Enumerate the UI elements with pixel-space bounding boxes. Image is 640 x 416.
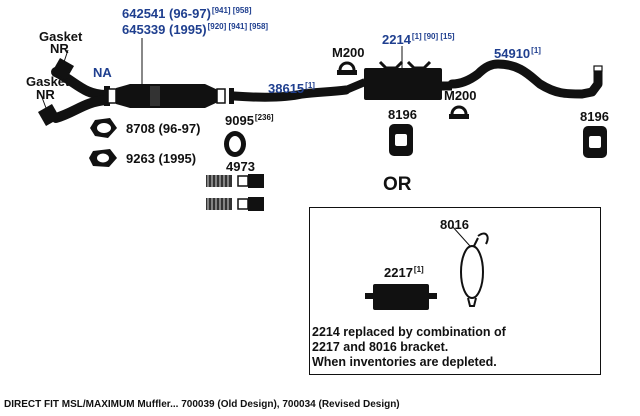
note-line-2: 2217 and 8016 bracket. (312, 340, 449, 354)
m200-clamp-left (337, 61, 357, 75)
clamp-9095 (224, 131, 246, 157)
cat2-refs: [920] [941] [958] (207, 22, 269, 31)
label-4973: 4973 (226, 159, 255, 174)
label-cat-642541: 642541 (96-97)[941] [958] (122, 6, 252, 21)
label-nr-bottom: NR (36, 87, 55, 102)
leader-gasket-bottom (39, 91, 47, 109)
label-54910: 54910[1] (494, 46, 541, 61)
or-label: OR (383, 174, 412, 195)
label-8196-mid: 8196 (388, 107, 417, 122)
gasket-9263 (89, 149, 117, 167)
label-gasket-top: Gasket (39, 29, 83, 44)
label-na: NA (93, 65, 112, 80)
label-2214: 2214[1] [90] [15] (382, 32, 455, 47)
cat1-refs: [941] [958] (211, 6, 252, 15)
clamp-9095-part: 9095 (225, 113, 254, 128)
muffler-2217-ref: [1] (413, 265, 424, 274)
footer-caption: DIRECT FIT MSL/MAXIMUM Muffler... 700039… (4, 399, 400, 410)
label-gasket-bottom: Gasket (26, 74, 70, 89)
hanger-8196-mid (389, 124, 413, 156)
label-nr-top: NR (50, 41, 69, 56)
gasket-8708 (90, 118, 117, 138)
label-9263: 9263 (1995) (126, 151, 197, 166)
gasket-nr-top (52, 58, 74, 80)
label-9095: 9095[236] (225, 113, 274, 128)
bracket-8016 (460, 232, 489, 307)
hanger-8196-right (583, 126, 607, 158)
muffler-2214 (344, 60, 452, 100)
note-line-3: When inventories are depleted. (312, 355, 497, 369)
gasket-nr-bottom (38, 104, 60, 126)
label-m200-right: M200 (444, 88, 477, 103)
muffler-2217 (365, 284, 437, 310)
cat1-part: 642541 (96-97) (122, 6, 211, 21)
label-8016: 8016 (440, 217, 469, 232)
pipe-38615 (229, 85, 351, 104)
leader-gasket-top (63, 49, 69, 63)
pipe-38615-part: 38615 (268, 81, 305, 96)
label-cat-645339: 645339 (1995)[920] [941] [958] (122, 22, 269, 37)
bolts-4973 (206, 174, 264, 211)
label-38615: 38615[1] (268, 81, 315, 96)
replacement-note-box (309, 207, 601, 375)
leader-8016 (451, 225, 471, 247)
note-line-1: 2214 replaced by combination of (312, 325, 506, 339)
catalytic-converter (107, 84, 226, 108)
m200-clamp-right (449, 105, 469, 119)
label-m200-left: M200 (332, 45, 365, 60)
cat2-part: 645339 (1995) (122, 22, 207, 37)
tail-54910-ref: [1] (531, 46, 541, 55)
pipe-38615-ref: [1] (305, 81, 315, 90)
tail-54910-part: 54910 (494, 46, 531, 61)
label-8708: 8708 (96-97) (126, 121, 201, 136)
tailpipe-54910 (447, 59, 603, 99)
muffler-2214-part: 2214 (382, 32, 411, 47)
muffler-2217-part: 2217 (384, 265, 413, 280)
label-2217: 2217[1] (384, 265, 424, 280)
clamp-9095-ref: [236] (254, 113, 274, 122)
muffler-2214-refs: [1] [90] [15] (411, 32, 455, 41)
label-8196-right: 8196 (580, 109, 609, 124)
